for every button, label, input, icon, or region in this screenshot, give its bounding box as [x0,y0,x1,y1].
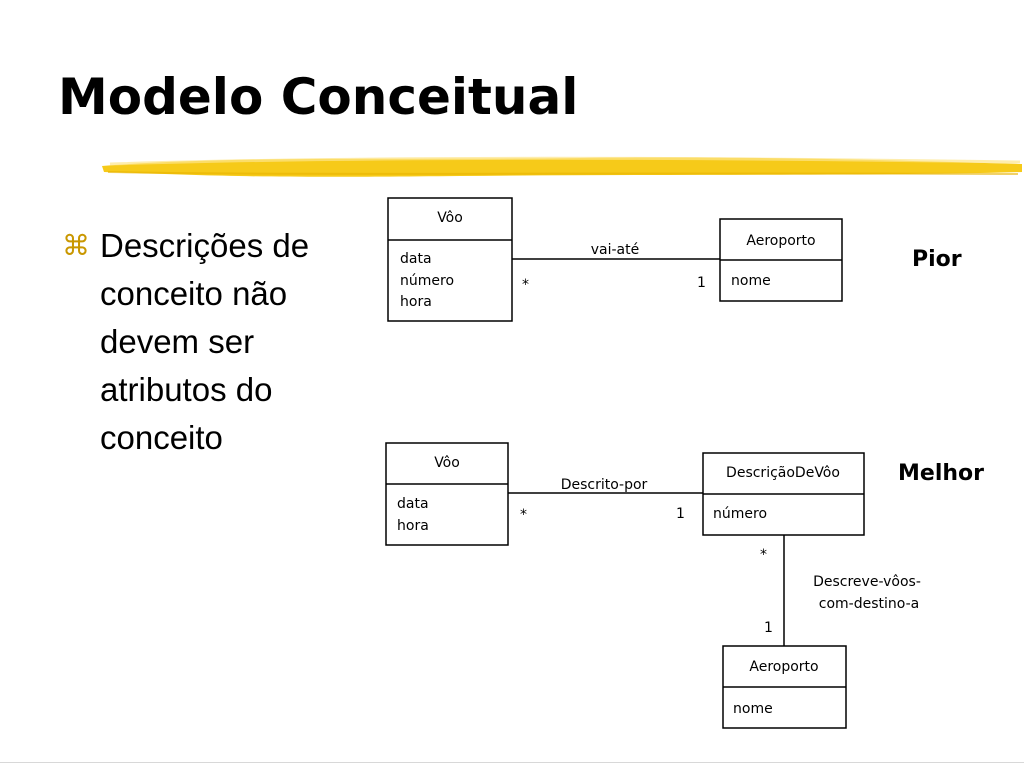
attribute: número [400,273,454,289]
attribute: data [400,251,432,267]
class-name: Vôo [437,210,463,226]
attribute: hora [397,518,429,534]
diagram-label-worse: Pior [912,247,962,272]
class-box-aeroporto-better [722,645,847,729]
title-underline-stroke [102,156,1022,177]
class-box-voo-better [385,442,509,546]
attribute: número [713,506,767,522]
class-name: Aeroporto [746,233,815,249]
attribute: nome [733,701,773,717]
association-name: vai-até [591,242,640,258]
footer-divider [0,762,1024,763]
attribute: hora [400,294,432,310]
attribute: nome [731,273,771,289]
class-box-aeroporto-worse [719,218,843,302]
class-name: DescriçãoDeVôo [726,465,840,481]
command-symbol-icon: ⌘ [62,230,90,261]
class-box-descricao [702,452,865,536]
attribute: data [397,496,429,512]
multiplicity: * [522,277,529,293]
bullet-text: Descrições de conceito não devem ser atr… [100,227,310,456]
multiplicity: 1 [697,275,706,291]
multiplicity: 1 [764,620,773,636]
class-box-voo-worse [387,197,513,322]
diagram-label-better: Melhor [898,461,984,486]
association-name: com-destino-a [819,596,919,612]
diagram-worse [387,197,843,322]
class-name: Aeroporto [749,659,818,675]
slide-title: Modelo Conceitual [58,68,579,126]
bullet-item: ⌘ Descrições de conceito não devem ser a… [62,222,362,462]
multiplicity: * [520,507,527,523]
diagram-better [385,442,865,729]
multiplicity: * [760,547,767,563]
class-name: Vôo [434,455,460,471]
multiplicity: 1 [676,506,685,522]
association-name: Descreve-vôos- [813,574,921,590]
association-name: Descrito-por [561,477,648,493]
